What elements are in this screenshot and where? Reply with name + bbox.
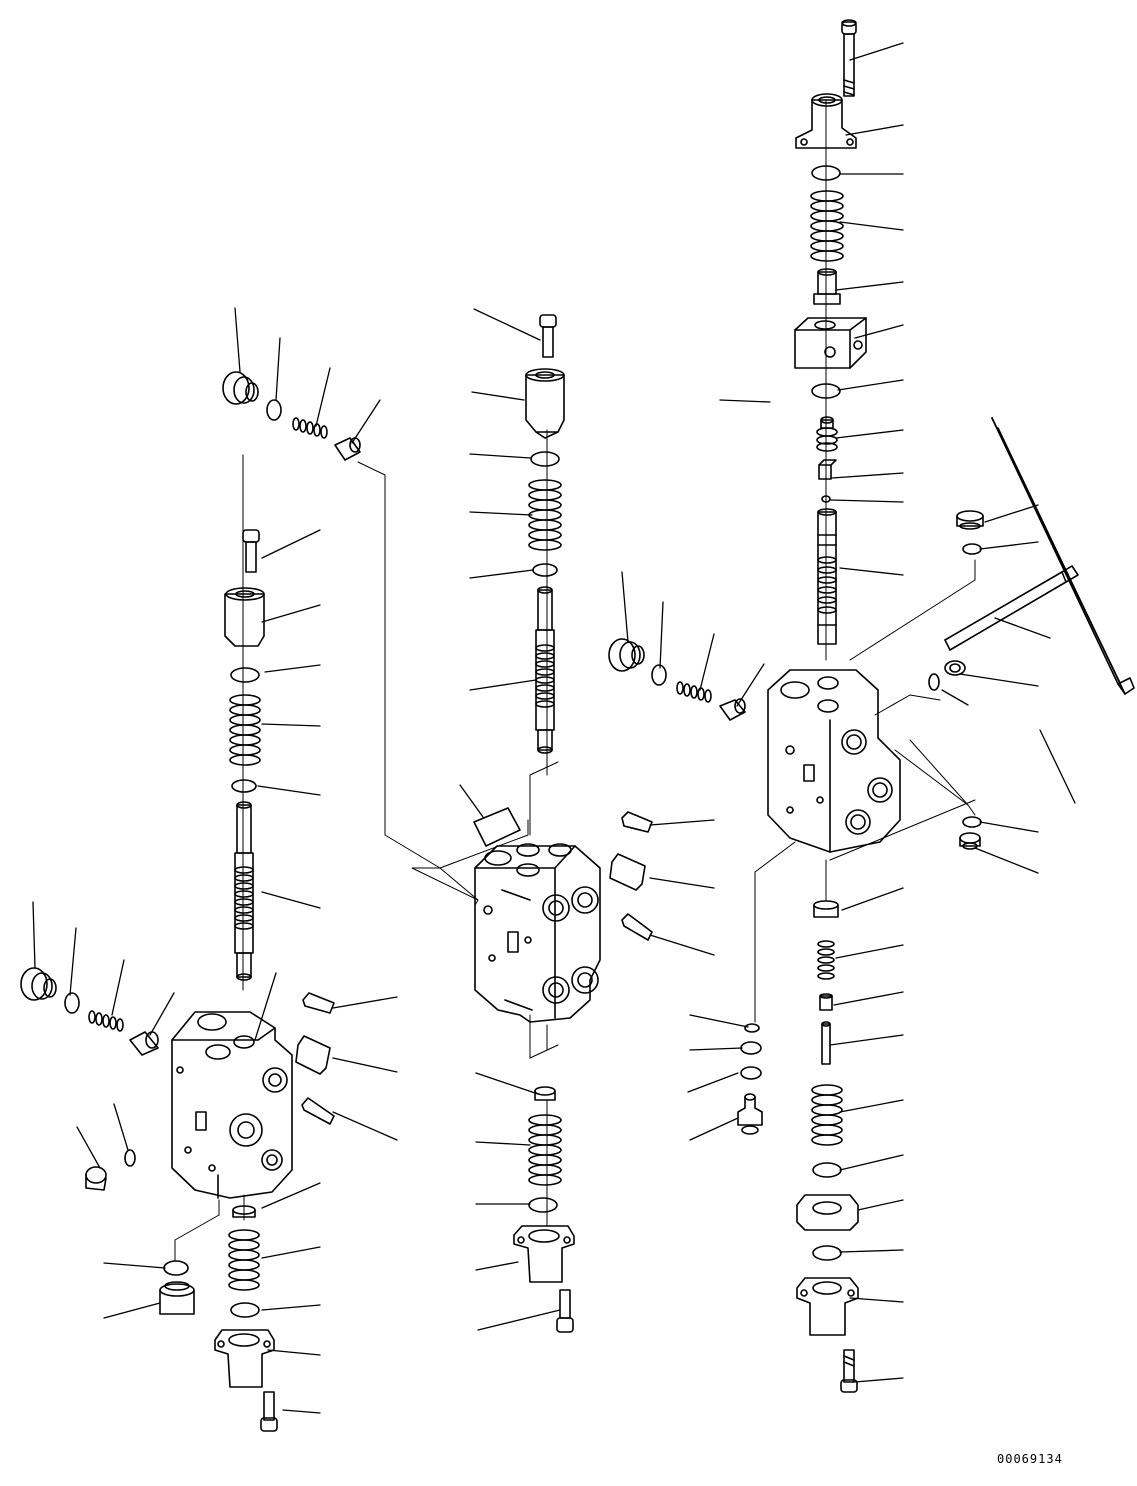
bolt-part bbox=[540, 315, 556, 357]
cap-part bbox=[215, 1330, 274, 1387]
plug-part bbox=[817, 417, 837, 451]
assembly-guide-lines bbox=[175, 100, 975, 1260]
piston-part bbox=[820, 994, 832, 1010]
piston-part bbox=[720, 699, 745, 720]
piston-part bbox=[335, 438, 360, 460]
spool-part bbox=[235, 802, 253, 980]
piston-part bbox=[819, 460, 836, 479]
o-ring-part bbox=[231, 1303, 259, 1317]
o-ring-part bbox=[652, 665, 666, 685]
plug-part bbox=[738, 1094, 762, 1134]
gasket-part bbox=[622, 812, 652, 832]
spring-part bbox=[812, 1085, 842, 1145]
center-valve-stack bbox=[474, 315, 652, 1332]
left-valve-stack bbox=[21, 372, 360, 1431]
o-ring-part bbox=[531, 452, 559, 466]
o-ring-part bbox=[812, 384, 840, 398]
gasket-part bbox=[622, 914, 652, 940]
bolt-part bbox=[261, 1392, 277, 1431]
o-ring-part bbox=[231, 668, 259, 682]
name-plate-part bbox=[474, 808, 520, 846]
o-ring-part bbox=[65, 993, 79, 1013]
seat-part bbox=[232, 780, 256, 792]
drawing-code-label: 00069134 bbox=[997, 1452, 1063, 1466]
o-ring-part bbox=[929, 674, 939, 690]
plug-part bbox=[945, 661, 965, 675]
spring-part bbox=[818, 941, 834, 979]
spring-part bbox=[529, 480, 561, 550]
plug-part bbox=[223, 372, 258, 404]
spring-part bbox=[529, 1115, 561, 1185]
spring-part bbox=[293, 418, 327, 438]
seat-part bbox=[233, 1206, 255, 1217]
o-ring-part bbox=[812, 166, 840, 180]
o-ring-part bbox=[741, 1042, 761, 1054]
gasket-part bbox=[296, 1036, 330, 1074]
tie-bolt-part bbox=[992, 418, 1134, 694]
o-ring-part bbox=[963, 817, 981, 827]
valve-body-part bbox=[768, 670, 900, 852]
bolt-part bbox=[557, 1290, 573, 1332]
plug-part bbox=[21, 968, 56, 1000]
cap-part bbox=[796, 94, 856, 148]
o-ring-part bbox=[529, 1198, 557, 1212]
gasket-part bbox=[610, 854, 645, 890]
spring-part bbox=[811, 191, 843, 261]
cap-part bbox=[514, 1226, 574, 1282]
retainer-part bbox=[814, 269, 840, 304]
plug-part bbox=[160, 1282, 194, 1314]
spring-part bbox=[229, 1230, 259, 1290]
plug-part bbox=[960, 833, 980, 849]
spring-part bbox=[677, 682, 711, 702]
seat-part bbox=[814, 901, 838, 917]
cap-part bbox=[225, 588, 264, 646]
o-ring-part bbox=[164, 1261, 188, 1275]
gasket-part bbox=[303, 993, 334, 1013]
valve-body-part bbox=[475, 844, 600, 1022]
right-valve-stack bbox=[609, 20, 1134, 1392]
bolt-part bbox=[243, 530, 259, 572]
o-ring-part bbox=[125, 1150, 135, 1166]
gasket-part bbox=[302, 1098, 334, 1124]
o-ring-part bbox=[741, 1067, 761, 1079]
o-ring-part bbox=[813, 1163, 841, 1177]
bolt-part bbox=[841, 1350, 857, 1392]
ball-part bbox=[822, 496, 830, 502]
spool-part bbox=[818, 509, 836, 644]
spring-part bbox=[89, 1011, 123, 1031]
cap-part bbox=[797, 1278, 858, 1335]
valve-body-part bbox=[172, 1012, 292, 1198]
plug-part bbox=[609, 639, 644, 671]
spring-part bbox=[230, 695, 260, 765]
piston-part bbox=[130, 1032, 158, 1055]
block-part bbox=[795, 318, 866, 368]
tie-bolt-part bbox=[945, 566, 1078, 650]
o-ring-part bbox=[267, 400, 281, 420]
o-ring-part bbox=[813, 1246, 841, 1260]
spool-part bbox=[536, 587, 554, 753]
bolt-part bbox=[842, 20, 856, 96]
plug-part bbox=[86, 1167, 106, 1190]
flange-part bbox=[797, 1195, 858, 1230]
plug-part bbox=[957, 511, 983, 529]
o-ring-part bbox=[963, 544, 981, 554]
pin-part bbox=[822, 1022, 830, 1064]
cap-part bbox=[526, 369, 564, 438]
seat-part bbox=[533, 564, 557, 576]
ball-part bbox=[745, 1024, 759, 1032]
seat-part bbox=[535, 1087, 555, 1100]
